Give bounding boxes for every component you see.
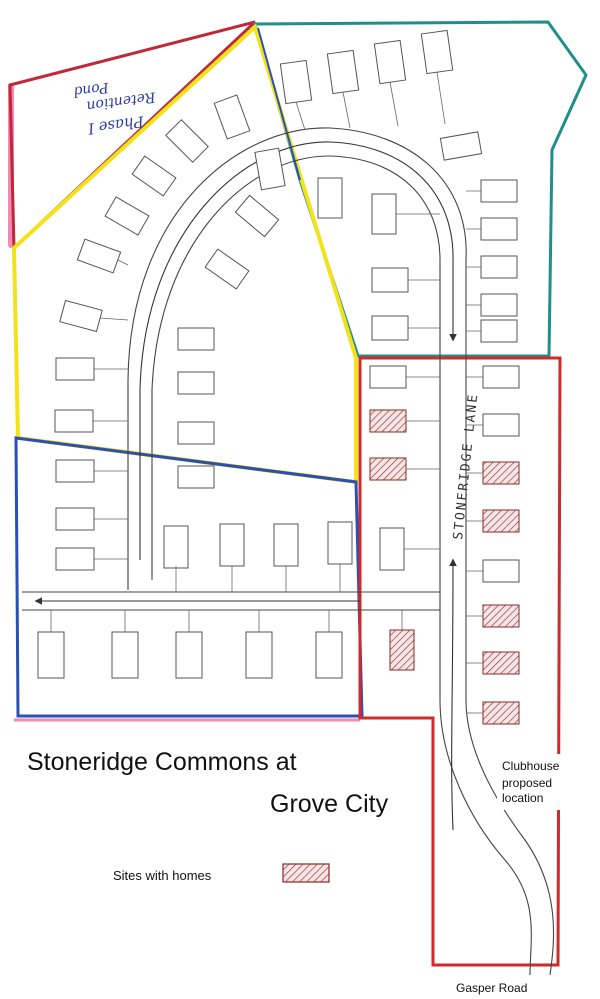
lot bbox=[327, 521, 353, 565]
lot bbox=[482, 365, 520, 389]
clubhouse-proposed-label: proposed location bbox=[502, 776, 553, 805]
lot-with-home bbox=[369, 409, 407, 433]
lot bbox=[480, 217, 518, 241]
clubhouse-callout bbox=[497, 754, 597, 810]
driveway bbox=[93, 259, 129, 422]
lot bbox=[175, 631, 203, 679]
lot bbox=[76, 238, 122, 274]
lot-with-home bbox=[482, 701, 520, 725]
lot bbox=[55, 357, 95, 381]
lot bbox=[317, 177, 343, 219]
lot-group-teal-inner bbox=[317, 177, 440, 341]
stoneridge-lane-east bbox=[465, 360, 555, 976]
lot bbox=[104, 196, 150, 236]
gasper-road-label: Gasper Road bbox=[456, 981, 528, 995]
loop-road-inner bbox=[151, 155, 441, 580]
lot bbox=[273, 523, 299, 567]
lot-with-home bbox=[482, 604, 520, 628]
lane-direction-arrow bbox=[449, 558, 457, 831]
loop-road-outer bbox=[127, 127, 467, 590]
lot bbox=[55, 459, 95, 483]
lot bbox=[420, 29, 454, 75]
lot bbox=[177, 327, 215, 351]
lot bbox=[480, 255, 518, 279]
lot bbox=[371, 193, 397, 235]
yellow-phase-boundary bbox=[11, 23, 358, 485]
lot bbox=[177, 465, 215, 489]
blue-phase-inner-edge bbox=[257, 27, 301, 181]
lot-with-home bbox=[482, 461, 520, 485]
lot bbox=[213, 94, 251, 140]
lot bbox=[55, 507, 95, 531]
lot-group-red-east bbox=[466, 365, 520, 725]
lot bbox=[204, 248, 250, 290]
lot bbox=[482, 413, 520, 437]
lot-group-yellow-west bbox=[54, 238, 129, 433]
driveway bbox=[466, 376, 483, 714]
lot bbox=[234, 194, 280, 238]
lot bbox=[279, 59, 313, 105]
retention-pond-label: Phase I Retention Pond bbox=[72, 79, 157, 138]
blue-phase-boundary bbox=[14, 436, 364, 718]
lot bbox=[59, 299, 103, 333]
lot-group-blue bbox=[37, 459, 353, 679]
lot bbox=[219, 523, 245, 567]
lot bbox=[482, 559, 520, 583]
lot bbox=[54, 409, 94, 433]
map-title-line2: Grove City bbox=[270, 790, 389, 818]
lot-group-north bbox=[279, 29, 483, 161]
lot-with-home bbox=[482, 509, 520, 533]
lot-group-yellow-inner bbox=[104, 94, 286, 445]
legend-home-swatch bbox=[282, 863, 330, 883]
lot bbox=[480, 293, 518, 317]
lot bbox=[245, 631, 273, 679]
lot bbox=[315, 631, 343, 679]
lot bbox=[369, 365, 407, 389]
lot bbox=[111, 631, 139, 679]
lot bbox=[371, 267, 409, 293]
driveway bbox=[50, 470, 341, 632]
lot bbox=[37, 631, 65, 679]
lot bbox=[480, 319, 518, 343]
lot-with-home bbox=[389, 629, 415, 671]
stoneridge-lane-west bbox=[439, 360, 532, 976]
legend-label: Sites with homes bbox=[113, 868, 212, 883]
lot-group-red-west bbox=[369, 365, 440, 671]
lot bbox=[165, 119, 209, 163]
stoneridge-lane-label: STONERIDGE LANE bbox=[451, 392, 481, 540]
lot bbox=[254, 147, 286, 191]
map-title-line1: Stoneridge Commons at bbox=[27, 748, 297, 776]
lot bbox=[55, 547, 95, 571]
lot bbox=[326, 49, 360, 95]
lot bbox=[177, 371, 215, 395]
driveway bbox=[401, 376, 440, 630]
driveway bbox=[295, 71, 446, 131]
pond-label-line3: Pond bbox=[72, 79, 110, 100]
lot bbox=[480, 179, 518, 203]
loop-direction-arrow bbox=[139, 141, 457, 560]
lot-group-teal-east bbox=[466, 179, 518, 343]
lot bbox=[131, 155, 177, 197]
lot bbox=[177, 421, 215, 445]
lot-with-home bbox=[369, 457, 407, 481]
lot bbox=[163, 525, 189, 569]
lot bbox=[371, 315, 409, 341]
driveway bbox=[466, 190, 481, 332]
lot-with-home bbox=[482, 651, 520, 675]
lot bbox=[373, 39, 407, 85]
clubhouse-label: Clubhouse bbox=[502, 759, 560, 773]
lot bbox=[379, 527, 405, 571]
lot bbox=[439, 131, 483, 161]
driveway bbox=[396, 213, 440, 329]
red-phase-boundary bbox=[358, 356, 562, 967]
